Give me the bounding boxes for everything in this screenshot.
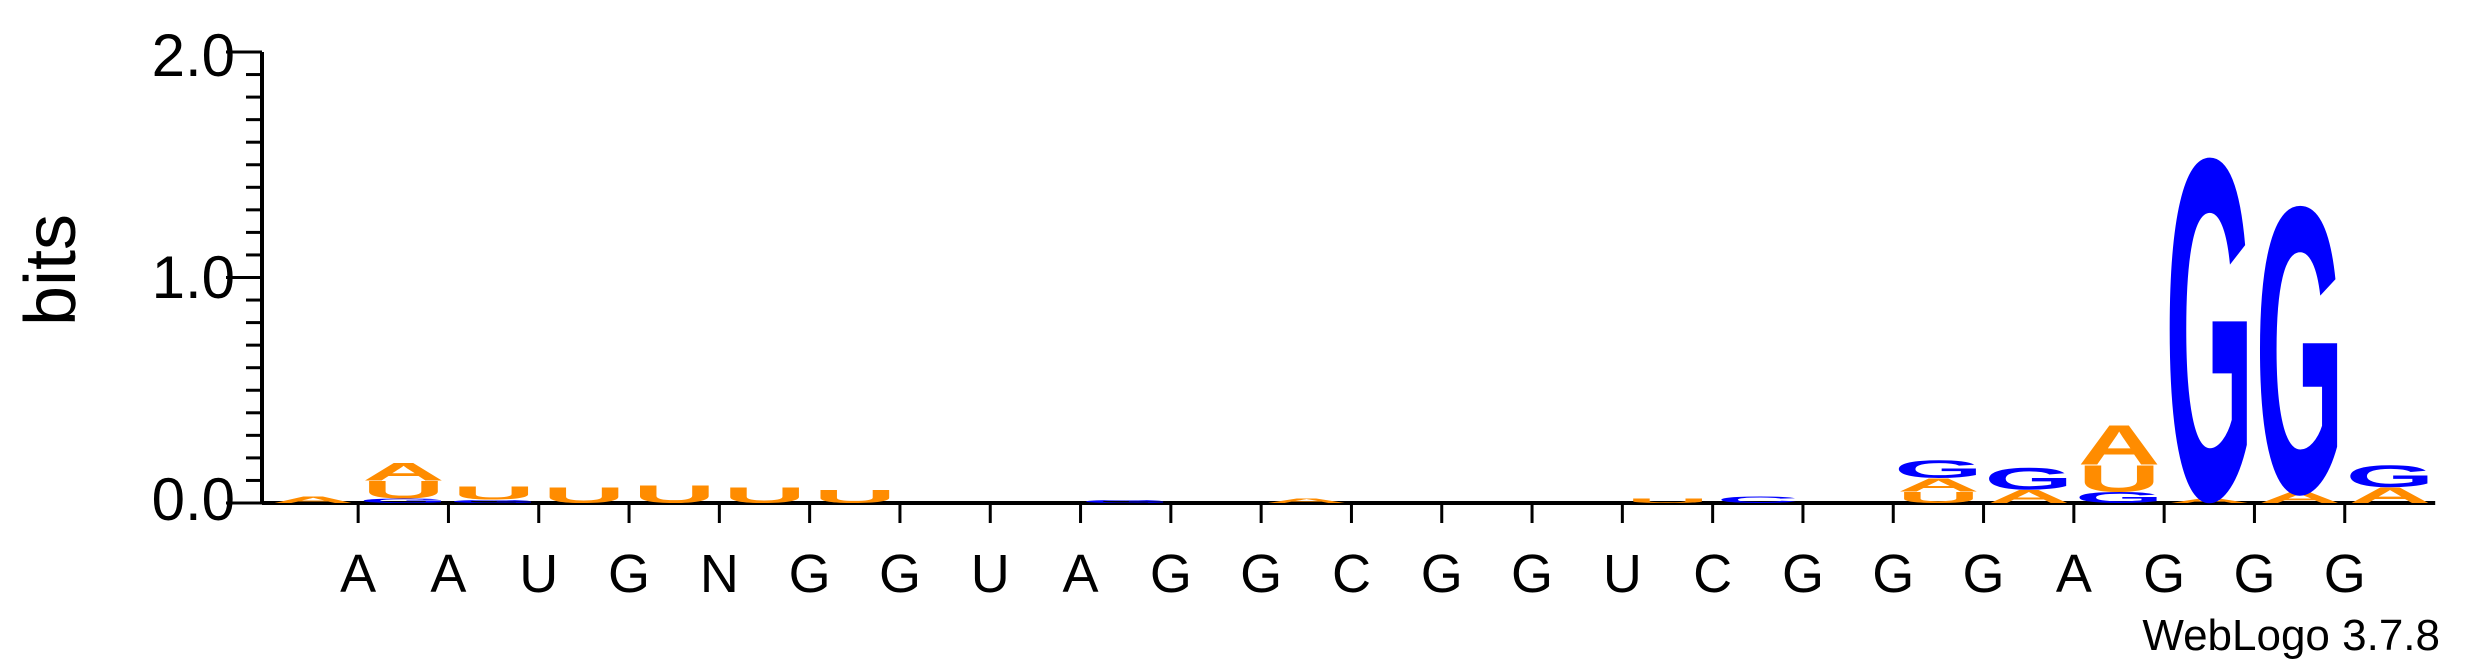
- logo-letter-U: U: [633, 480, 716, 508]
- logo-letter-A: A: [2258, 489, 2341, 507]
- logo-letter-G: G: [449, 499, 538, 504]
- x-tick-label: G: [1421, 544, 1463, 604]
- logo-letter-C: C: [1717, 495, 1800, 505]
- x-tick-label: A: [340, 544, 376, 604]
- x-tick-label: G: [2143, 544, 2185, 604]
- x-tick-label: N: [700, 544, 739, 604]
- logo-letter-G: G: [2255, 121, 2344, 579]
- logo-letter-G: G: [2165, 58, 2254, 603]
- logo-letter-G: G: [2075, 489, 2164, 507]
- y-tick-label: 1.0: [152, 244, 235, 311]
- x-tick-label: U: [1603, 544, 1642, 604]
- logo-letter-A: A: [2078, 414, 2161, 477]
- logo-letter-U: U: [452, 483, 535, 504]
- logo-letter-U: U: [814, 486, 897, 507]
- x-tick-label: C: [1332, 544, 1371, 604]
- logo-letter-G: G: [359, 497, 448, 504]
- x-tick-label: G: [1150, 544, 1192, 604]
- x-tick-label: G: [789, 544, 831, 604]
- logo-letter-U: U: [362, 476, 445, 504]
- y-axis-label: bits: [11, 214, 91, 326]
- logo-letter-A: A: [1988, 486, 2071, 507]
- logo-letter-A: A: [2168, 497, 2251, 504]
- logo-letter-U: U: [543, 483, 626, 508]
- x-tick-label: A: [1063, 544, 1099, 604]
- x-tick-label: G: [2324, 544, 2366, 604]
- x-tick-label: A: [430, 544, 466, 604]
- x-tick-label: G: [1511, 544, 1553, 604]
- logo-letter-A: A: [1265, 497, 1348, 504]
- x-tick-label: G: [608, 544, 650, 604]
- logo-letter-G: G: [1894, 455, 1983, 483]
- logo-letter-G: G: [1984, 461, 2073, 496]
- x-tick-label: A: [2056, 544, 2092, 604]
- logo-letter-A: A: [1897, 475, 1980, 496]
- x-tick-label: C: [1693, 544, 1732, 604]
- logo-letter-G: G: [2346, 459, 2435, 494]
- logo-letter-U: U: [1897, 489, 1980, 507]
- logo-letter-U: U: [1626, 497, 1709, 504]
- logo-letter-A: A: [362, 458, 445, 486]
- x-tick-label: G: [1240, 544, 1282, 604]
- x-tick-label: G: [879, 544, 921, 604]
- weblogo-version: WebLogo 3.7.8: [2142, 611, 2440, 660]
- logo-letter-G: G: [1081, 499, 1170, 504]
- y-tick-label: 0.0: [152, 466, 235, 533]
- x-tick-label: G: [2233, 544, 2275, 604]
- x-tick-label: G: [1872, 544, 1914, 604]
- logo-letter-A: A: [2349, 483, 2432, 508]
- logo-letter-U: U: [723, 483, 806, 508]
- x-tick-label: G: [1782, 544, 1824, 604]
- logo-letter-U: U: [2078, 458, 2161, 500]
- x-tick-label: G: [1963, 544, 2005, 604]
- y-tick-label: 2.0: [152, 22, 235, 89]
- x-tick-label: U: [971, 544, 1010, 604]
- x-tick-label: U: [519, 544, 558, 604]
- logo-letter-A: A: [272, 495, 355, 505]
